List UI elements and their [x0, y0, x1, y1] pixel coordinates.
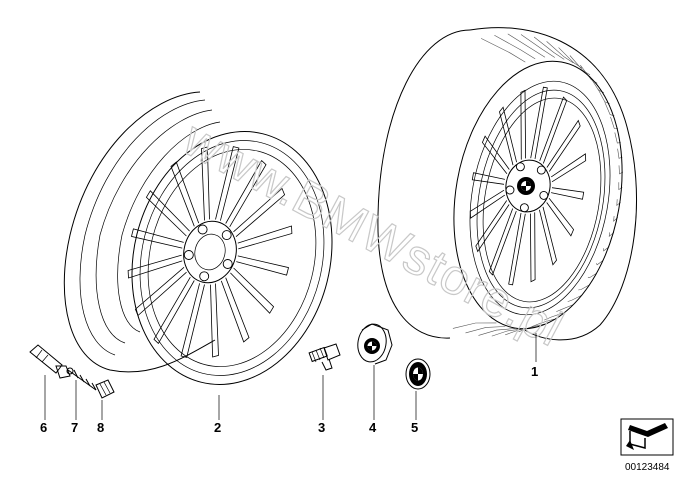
- callout-4[interactable]: 4: [369, 420, 377, 435]
- tread-groove: [520, 34, 555, 58]
- rim-spoke: [145, 190, 190, 237]
- tread-groove: [556, 304, 573, 312]
- valve-drawing: [29, 344, 71, 379]
- callout-2[interactable]: 2: [214, 420, 221, 435]
- wheel-spoke: [475, 200, 510, 253]
- tread-groove: [465, 326, 506, 334]
- rim-spoke: [233, 187, 286, 238]
- wheel-spoke: [551, 187, 585, 200]
- valve-core-drawing: [66, 367, 97, 391]
- wheel-bolt-hole: [539, 190, 549, 200]
- callout-8[interactable]: 8: [97, 420, 104, 435]
- wheel-with-tire-drawing: [377, 27, 638, 341]
- wheel-spoke: [539, 206, 557, 266]
- callout-1[interactable]: 1: [531, 364, 538, 379]
- wheel-spoke: [550, 153, 587, 183]
- wheel-spoke: [530, 86, 548, 159]
- tread-groove: [478, 328, 515, 336]
- tread-groove: [567, 295, 582, 302]
- rim-spoke: [201, 146, 210, 221]
- reference-box: 00123484: [620, 418, 674, 473]
- wheel-bolt-holes: [505, 162, 549, 213]
- rim-bolt-hole: [221, 230, 232, 241]
- rim-bolt-hole: [222, 259, 233, 269]
- tire-tread: [452, 33, 624, 337]
- rim-hub: [183, 220, 237, 284]
- reference-code: 00123484: [625, 462, 670, 473]
- wheel-spoke: [530, 212, 536, 283]
- rim-spoke: [131, 228, 184, 249]
- rim-bolt-holes: [183, 224, 233, 282]
- wheel-spoke: [488, 208, 517, 276]
- tread-groove: [452, 322, 497, 329]
- wheel-spoke: [508, 213, 526, 286]
- callout-leaders: [44, 333, 537, 420]
- wheel-spoke: [469, 189, 506, 219]
- alloy-rim-drawing: [63, 91, 333, 385]
- roundel-logo-icon: [517, 177, 535, 195]
- rim-spoke: [230, 267, 275, 314]
- rim-spoke: [134, 266, 187, 317]
- tread-groove: [533, 36, 565, 60]
- wheel-bolt-hole: [519, 203, 529, 213]
- tread-groove: [603, 246, 610, 252]
- wheel-bolt-drawing: [308, 343, 341, 371]
- rim-spoke: [220, 277, 250, 343]
- tread-groove: [596, 260, 604, 266]
- tread-groove: [587, 272, 597, 279]
- rim-spoke: [236, 255, 289, 276]
- arrow-corner-icon: [626, 423, 668, 450]
- wheel-spoke: [520, 89, 526, 160]
- callout-7[interactable]: 7: [71, 420, 78, 435]
- wheel-bolt-hole: [515, 162, 525, 172]
- valve-cap-drawing: [95, 379, 115, 399]
- callout-5[interactable]: 5: [411, 420, 418, 435]
- rim-spoke: [225, 159, 267, 228]
- emblem-drawing: [405, 358, 431, 390]
- rim-spoke: [180, 283, 205, 358]
- tread-groove: [480, 38, 526, 63]
- rim-bolt-hole: [199, 271, 210, 282]
- wheel-bolt-hole: [536, 165, 546, 175]
- tread-groove: [491, 328, 525, 337]
- wheel-spoke: [539, 96, 568, 164]
- wheel-bolt-hole: [505, 185, 515, 195]
- wheel-spokes: [469, 86, 587, 286]
- rim-spoke: [237, 225, 293, 250]
- wheel-spoke: [546, 197, 575, 237]
- wheel-spoke: [546, 119, 581, 172]
- tread-groove: [546, 41, 574, 64]
- wheel-spoke: [499, 106, 517, 166]
- rim-spoke: [127, 254, 183, 279]
- tread-groove: [569, 55, 591, 76]
- tread-groove: [608, 232, 615, 237]
- rim-spokes: [127, 146, 293, 358]
- callout-6[interactable]: 6: [40, 420, 47, 435]
- wheel-spoke: [471, 172, 505, 185]
- hub-cap-drawing: [357, 323, 393, 365]
- tread-groove: [518, 323, 545, 333]
- tread-groove: [507, 33, 546, 58]
- rim-spoke: [153, 276, 195, 345]
- rim-bolt-hole: [197, 224, 208, 235]
- tread-groove: [531, 318, 555, 328]
- callout-3[interactable]: 3: [318, 420, 325, 435]
- tread-groove: [578, 284, 590, 291]
- tread-groove: [544, 312, 564, 321]
- wheel-spoke: [481, 135, 510, 175]
- rim-bolt-hole: [183, 250, 194, 260]
- rim-spoke: [170, 161, 200, 227]
- rim-spoke: [215, 146, 240, 221]
- rim-spoke: [210, 283, 219, 358]
- tread-groove: [494, 34, 536, 60]
